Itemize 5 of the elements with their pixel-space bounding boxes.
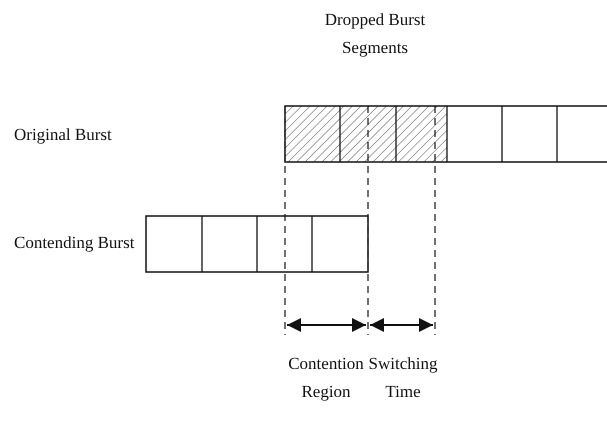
row-label: Contending Burst	[14, 232, 136, 254]
row-label: Original Burst	[14, 124, 113, 146]
dimension-label: Switching Time	[368, 353, 438, 403]
annotation-label: Dropped Burst Segments	[324, 9, 426, 59]
dimension-label: Contention Region	[287, 353, 365, 403]
